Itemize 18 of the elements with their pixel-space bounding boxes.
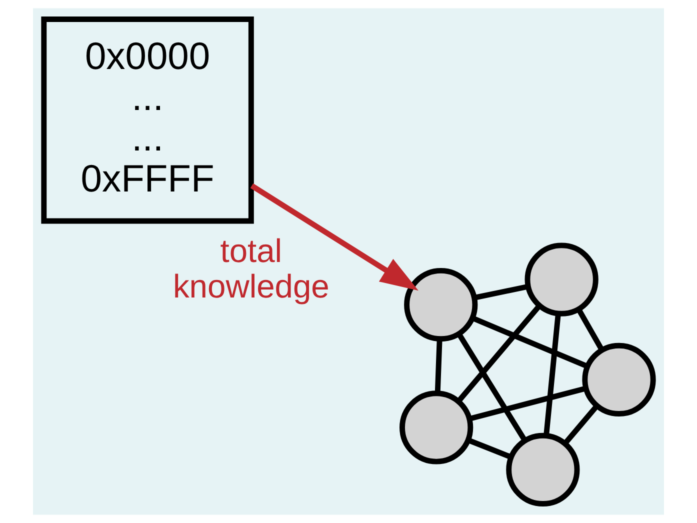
connector — [563, 404, 599, 445]
node-circle — [582, 342, 656, 417]
arrow — [250, 183, 418, 291]
node-circle — [524, 242, 598, 316]
node-circle — [506, 432, 580, 506]
connector — [474, 284, 528, 300]
connector — [456, 304, 542, 403]
connector — [468, 438, 512, 460]
edge-label: total knowledge — [172, 232, 330, 305]
connector — [576, 308, 604, 350]
connector — [544, 314, 561, 436]
connector — [472, 316, 588, 369]
node-circle — [404, 268, 478, 342]
connector — [434, 339, 442, 393]
node-circle — [400, 390, 474, 464]
connector — [456, 332, 527, 442]
node-box: 0x0000 ... ... 0xFFFF — [41, 16, 254, 224]
connector — [468, 386, 586, 422]
